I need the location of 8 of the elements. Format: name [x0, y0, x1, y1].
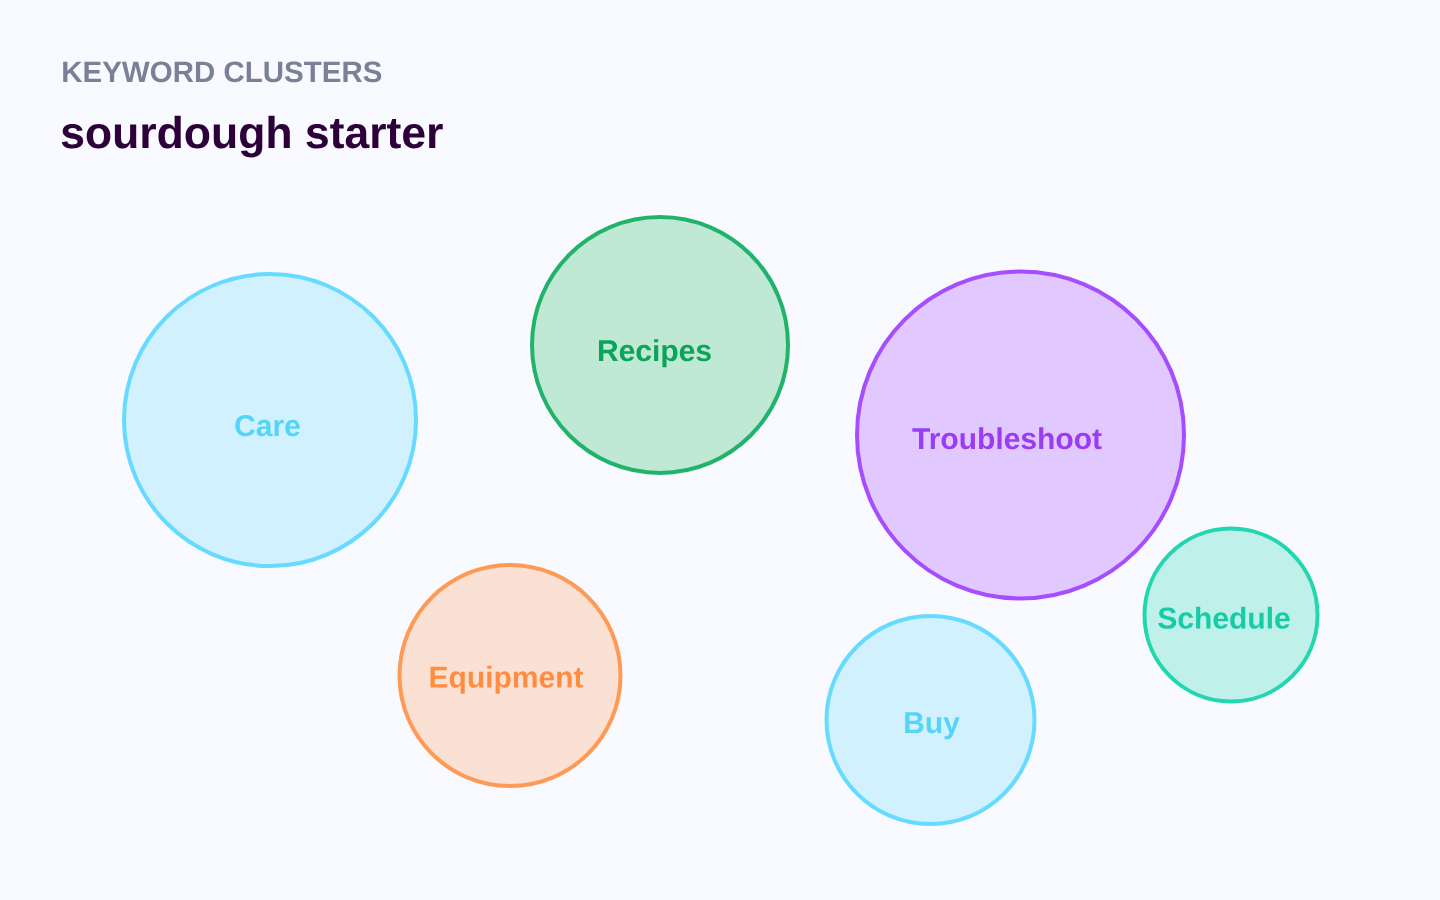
cluster-bubble: Buy [824, 614, 1037, 826]
cluster-bubble: Equipment [397, 563, 623, 788]
cluster-bubble: Recipes [530, 215, 790, 475]
section-label: KEYWORD CLUSTERS [63, 61, 382, 83]
cluster-bubble: Schedule [1142, 526, 1320, 704]
title: sourdough starter [61, 115, 443, 158]
cluster-bubble: Care [122, 272, 418, 568]
cluster-bubble: Troubleshoot [855, 269, 1186, 601]
